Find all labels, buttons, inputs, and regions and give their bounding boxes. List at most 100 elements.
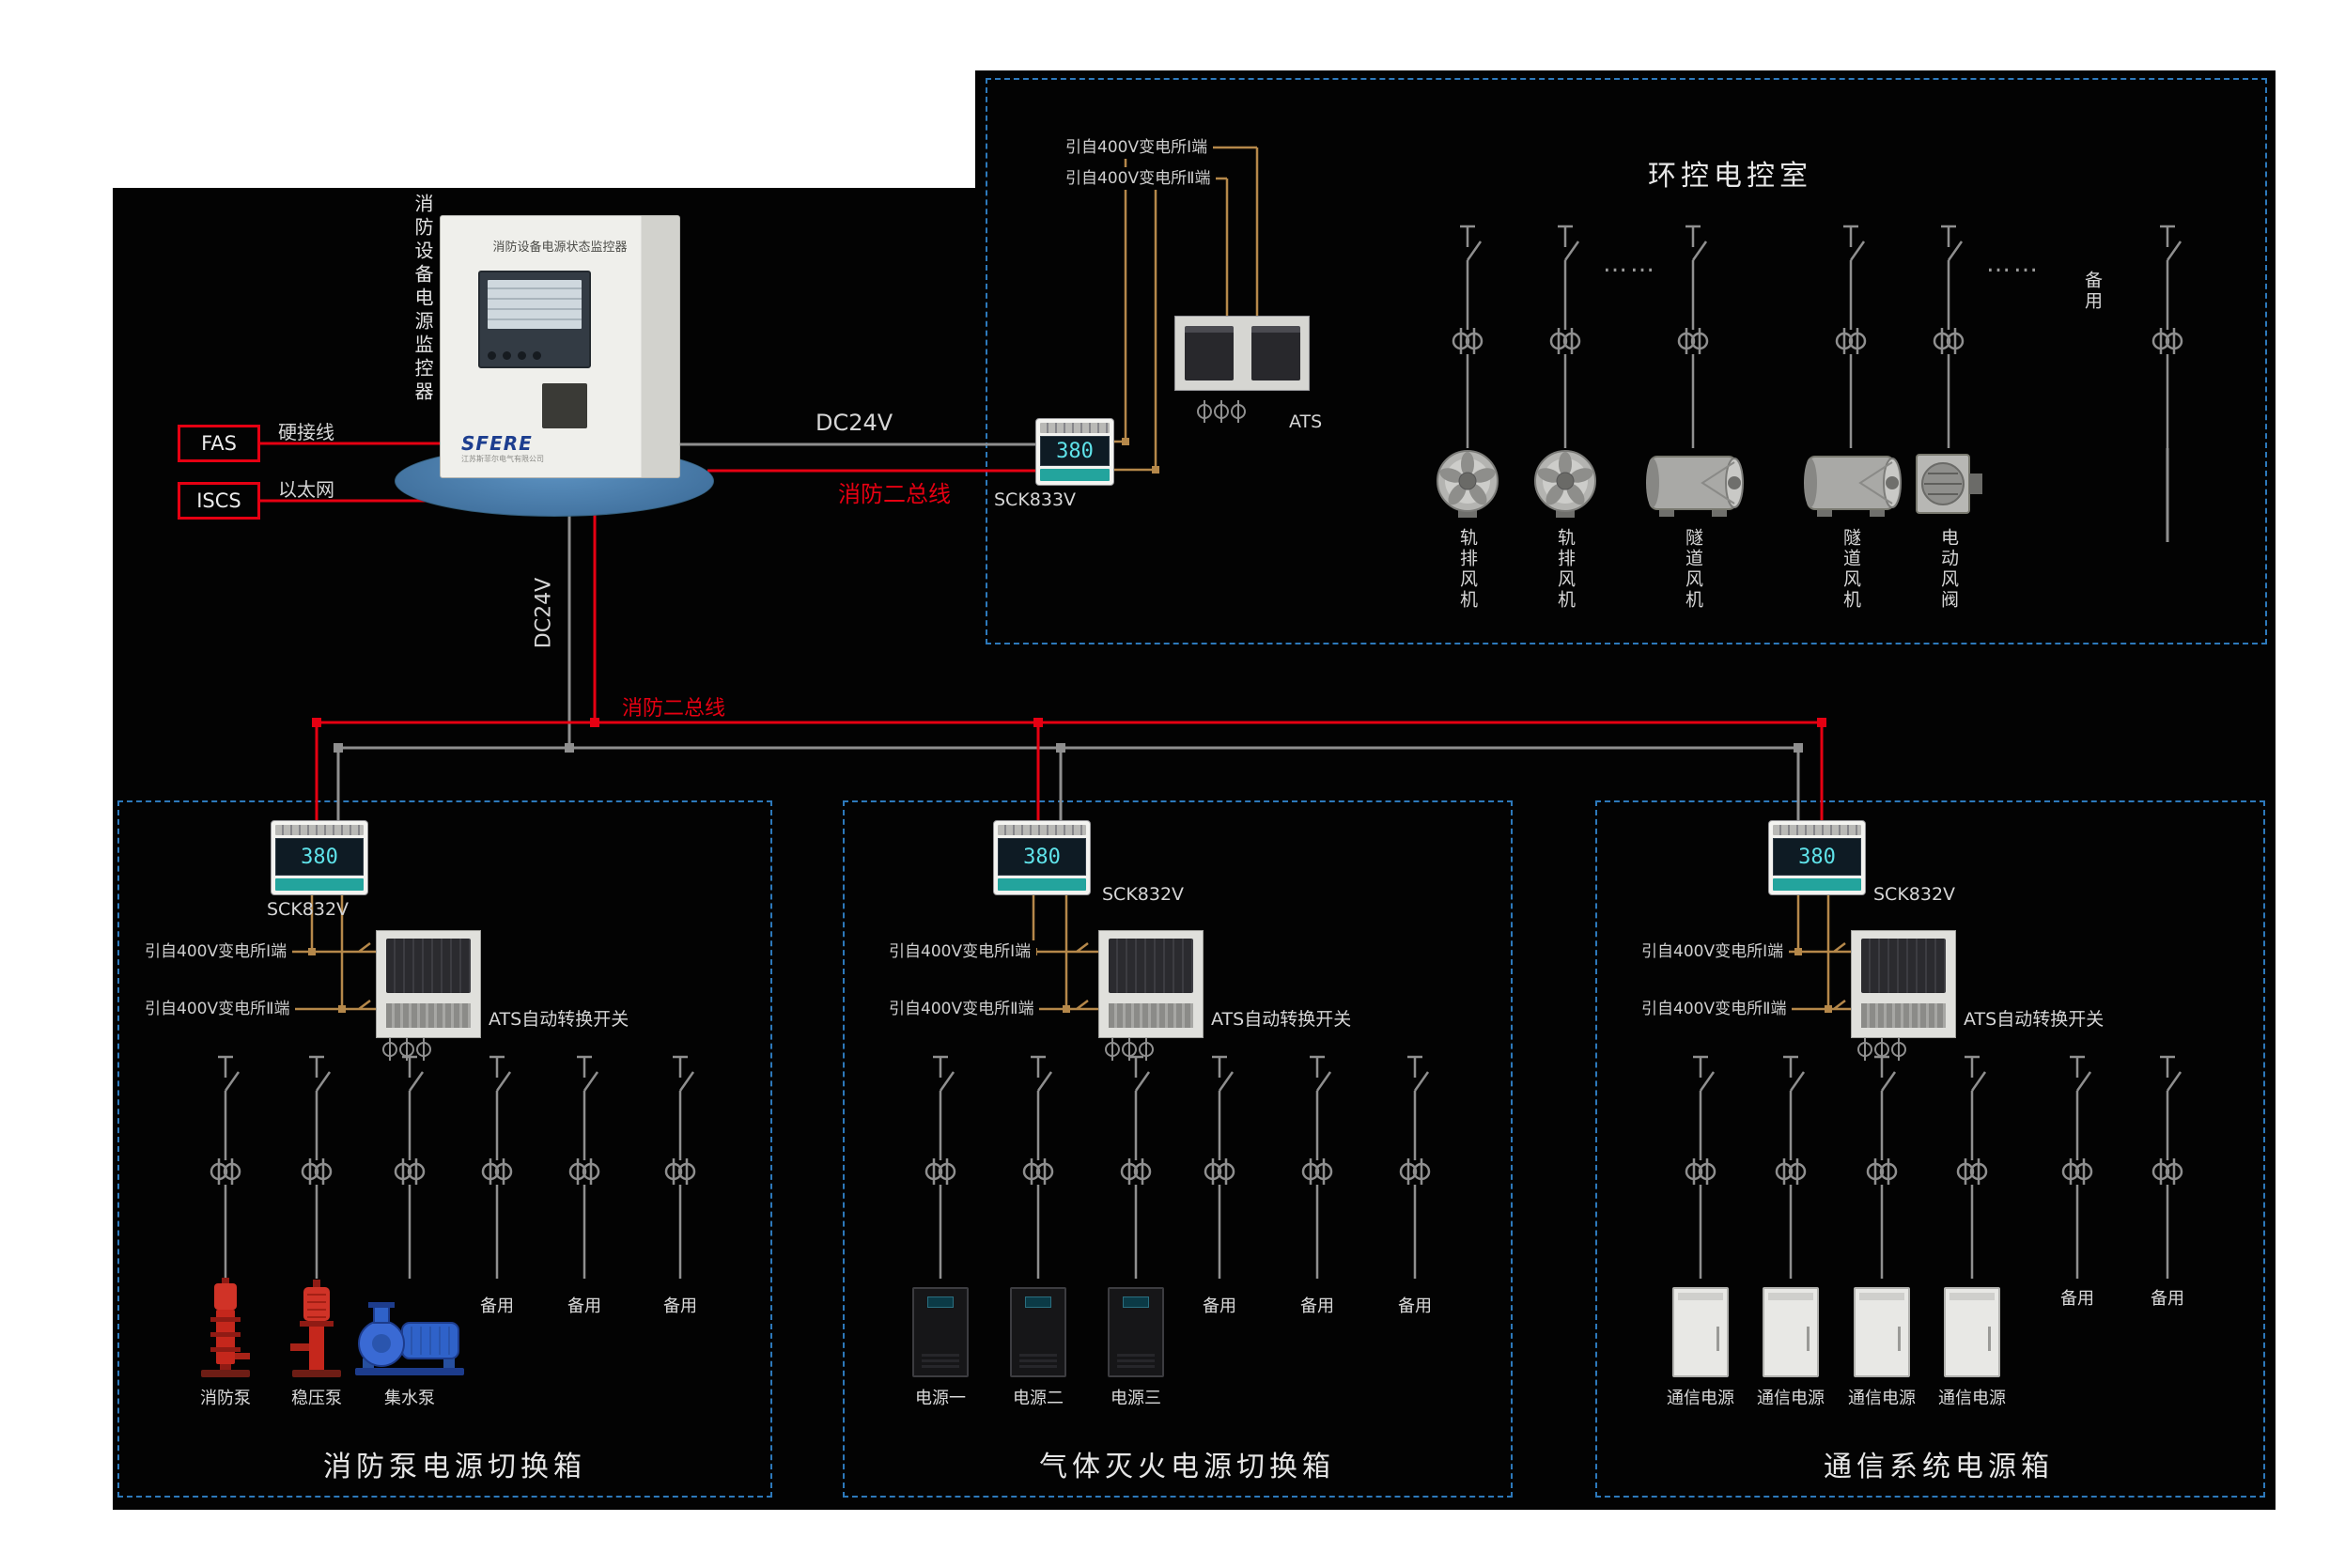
device-label: 通信电源 [1848,1389,1916,1408]
fan-label: 隧道风机 [1841,528,1861,611]
branch-symbol [301,1055,333,1279]
gas-ats-label: ATS自动转换开关 [1211,1009,1352,1030]
cabinet-title: 消防设备电源状态监控器 [492,241,628,255]
env-control-room-box [986,78,2267,644]
comm-meter-label: SCK832V [1873,884,1956,905]
fan-label: 轨排风机 [1457,528,1478,611]
gas-feed1-label: 引自400V变电所Ⅰ端 [883,940,1037,963]
fan-label: 轨排风机 [1555,528,1576,611]
power-cabinet-image [1108,1287,1164,1377]
env-ellipsis-2: …… [1986,250,2041,278]
gas-meter-label: SCK832V [1102,884,1185,905]
fan-label: 电动风阀 [1938,528,1959,611]
brand-name: SFERE [461,432,533,455]
cabinet-screen-content [488,280,582,330]
spare-label: 备用 [2060,1289,2094,1309]
comm-feed2-label: 引自400V变电所Ⅱ端 [1636,998,1793,1020]
power-cabinet-image [912,1287,969,1377]
device-label: 通信电源 [1938,1389,2006,1408]
env-feed1-label: 引自400V变电所Ⅰ端 [1060,136,1214,159]
branch-symbol [1022,1055,1054,1279]
dc24v-vertical-label: DC24V [532,577,556,649]
iscs-box: ISCS [178,482,260,520]
brand-logo: SFERE 江苏斯菲尔电气有限公司 [461,432,583,464]
branch-symbol [1835,225,1867,448]
pressure-pump-image [288,1278,345,1377]
branch-symbol [1866,1055,1898,1279]
comm-meter-sck832v: 380 [1768,820,1866,895]
branch-symbol [1933,225,1965,448]
branch-symbol [210,1055,241,1279]
branch-symbol [1549,225,1581,448]
brand-subtext: 江苏斯菲尔电气有限公司 [461,455,544,463]
fire-pump-image [197,1278,254,1377]
fire-bus-horizontal-label: 消防二总线 [838,481,951,507]
device-label: 电源三 [1111,1389,1161,1408]
comm-box-branches [1685,1055,2183,1279]
spare-label: 备用 [1300,1296,1334,1316]
fire-feed2-label: 引自400V变电所Ⅱ端 [139,998,296,1020]
device-label: 集水泵 [384,1389,435,1408]
env-ats-switch [1174,316,1310,391]
branch-symbol [2151,1055,2183,1279]
meter-band [275,878,364,891]
fire-meter-label: SCK832V [267,899,350,920]
branch-symbol [664,1055,696,1279]
comm-power-cabinet-image [1763,1287,1819,1377]
comm-ats-switch [1851,930,1956,1038]
meter-band [998,878,1086,891]
gas-feed2-label: 引自400V变电所Ⅱ端 [883,998,1040,1020]
gas-extinguish-box [843,800,1513,1498]
comm-feed1-label: 引自400V变电所Ⅰ端 [1636,940,1790,963]
cabinet-vent [542,383,587,428]
meter-display: 380 [998,838,1086,876]
tunnel-fan-image [1640,449,1746,519]
meter-terminals [1040,423,1110,433]
cabinet-buttons [488,351,541,360]
fan-label: 隧道风机 [1683,528,1703,611]
monitor-vertical-label: 消防设备电源监控器 [412,194,434,405]
branch-symbol [568,1055,600,1279]
device-label: 电源一 [915,1389,966,1408]
dc24v-horizontal-label: DC24V [816,410,893,436]
meter-terminals [275,825,364,835]
device-label: 通信电源 [1757,1389,1825,1408]
motor-damper-image [1915,449,1984,519]
branch-symbol [1775,1055,1807,1279]
branch-symbol [1204,1055,1235,1279]
env-ats-label: ATS [1289,411,1323,432]
meter-band [1773,878,1861,891]
comm-power-cabinet-image [1944,1287,2000,1377]
hardwire-label: 硬接线 [278,421,334,443]
rail-exhaust-fan-image [1430,449,1505,519]
env-spare-label: 备用 [2082,271,2103,312]
meter-band [1040,469,1110,481]
branch-symbol [1956,1055,1988,1279]
fire-box-title: 消防泵电源切换箱 [323,1451,586,1483]
env-branches [1452,225,2183,448]
comm-system-box [1595,800,2265,1498]
env-meter-label: SCK833V [994,489,1077,510]
spare-label: 备用 [1398,1296,1432,1316]
gray-wires [336,442,2169,820]
meter-display: 380 [1773,838,1861,876]
env-meter-sck833v: 380 [1035,418,1114,486]
fire-box-branches [210,1055,696,1279]
meter-terminals [1773,825,1861,835]
monitor-cabinet: 消防设备电源状态监控器 SFERE 江苏斯菲尔电气有限公司 [440,215,680,478]
ats-breaker-block [1184,326,1234,380]
comm-ats-label: ATS自动转换开关 [1964,1009,2105,1030]
fire-bus-vertical-label: 消防二总线 [622,697,726,721]
fas-box: FAS [178,425,260,462]
meter-display: 380 [275,838,364,876]
branch-symbol [481,1055,513,1279]
branch-symbol [1677,225,1709,448]
contactor-symbols [382,400,1906,1061]
spare-label: 备用 [2151,1289,2184,1309]
ethernet-label: 以太网 [278,478,334,501]
cabinet-screen [478,271,591,368]
spare-label: 备用 [663,1296,697,1316]
fire-ats-switch [376,930,481,1038]
comm-power-cabinet-image [1854,1287,1910,1377]
